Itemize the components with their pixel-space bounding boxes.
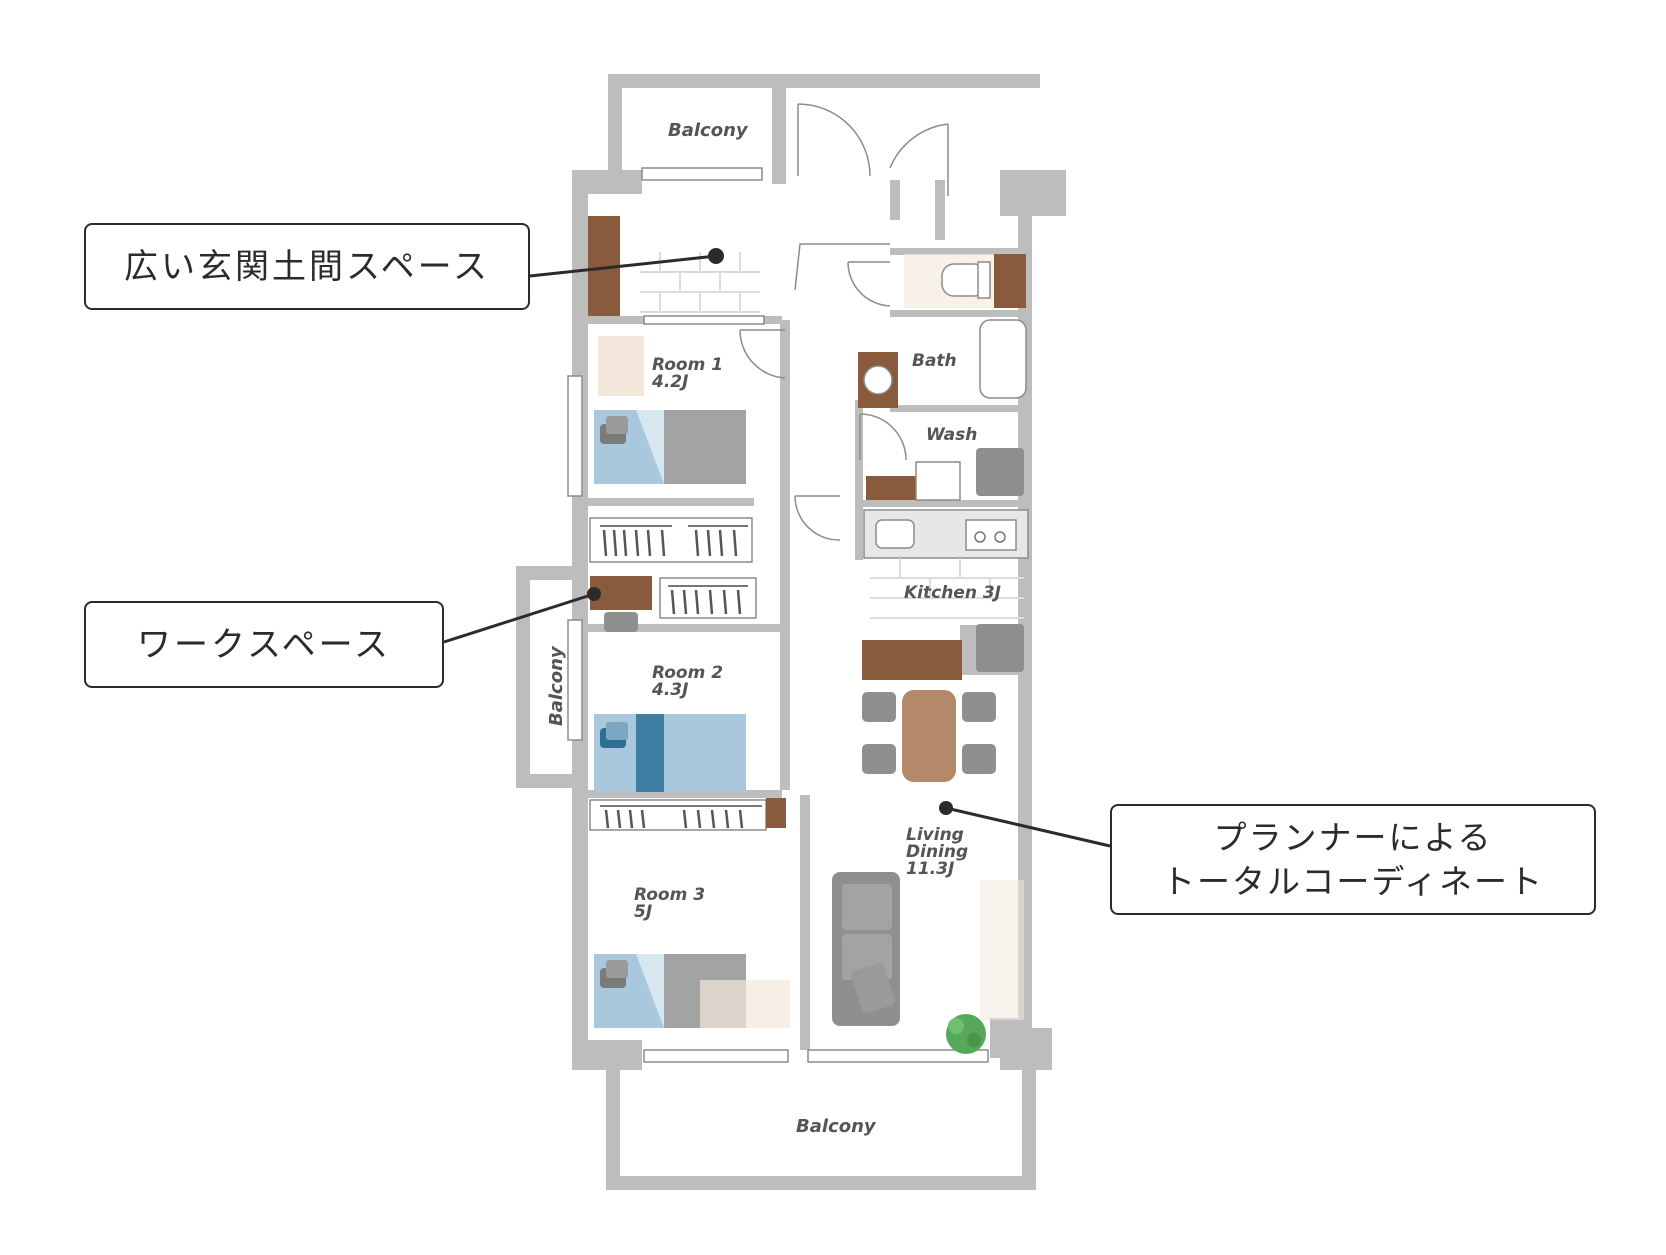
- workspace-leader-line: [443, 592, 595, 644]
- bath-label: Bath: [912, 351, 957, 371]
- bath: Bath: [858, 319, 1027, 408]
- workspace-callout-text: ワークスペース: [137, 624, 391, 665]
- room3-size: 5J: [634, 902, 652, 922]
- dining-set: [862, 690, 996, 782]
- doors: [739, 103, 949, 541]
- leader-lines: [443, 254, 1111, 848]
- entrance-callout: 広い玄関土間スペース: [84, 223, 530, 310]
- balcony-side-label: Balcony: [546, 645, 567, 726]
- room2-name: Room 2: [652, 663, 723, 683]
- room3-name: Room 3: [634, 885, 705, 905]
- room2: Room 2 4.3J: [594, 663, 746, 792]
- kitchen-label: Kitchen 3J: [904, 583, 1001, 603]
- room1: Room 1 4.2J: [594, 336, 746, 484]
- toilet: [904, 254, 1026, 308]
- wash: Wash: [866, 425, 1024, 501]
- workspace-callout: ワークスペース: [84, 601, 444, 688]
- planner-leader-line: [945, 806, 1111, 848]
- entrance-callout-text: 広い玄関土間スペース: [124, 246, 490, 287]
- kitchen-floor: [870, 558, 1024, 619]
- room1-size: 4.2J: [651, 372, 688, 392]
- room2-size: 4.3J: [651, 680, 688, 700]
- living-label-2: Dining: [906, 842, 968, 862]
- planner-callout-line1: プランナーによる: [1213, 817, 1493, 857]
- balcony-top-label: Balcony: [668, 120, 749, 141]
- workspace: [587, 576, 652, 632]
- kitchen: Kitchen 3J: [862, 509, 1029, 680]
- balcony-bottom-label: Balcony: [796, 1116, 877, 1137]
- planner-callout-line2: トータルコーディネート: [1161, 861, 1545, 901]
- room1-name: Room 1: [652, 355, 723, 375]
- windows: [567, 167, 989, 1063]
- planner-callout: プランナーによる トータルコーディネート: [1110, 804, 1596, 915]
- wash-label: Wash: [926, 425, 977, 445]
- living-label-1: Living: [906, 825, 964, 845]
- room3: Room 3 5J: [594, 885, 790, 1028]
- entrance-leader-line: [529, 254, 717, 278]
- closets: [589, 517, 786, 831]
- living-label-3: 11.3J: [906, 859, 954, 879]
- living: Living Dining 11.3J: [832, 801, 1024, 1054]
